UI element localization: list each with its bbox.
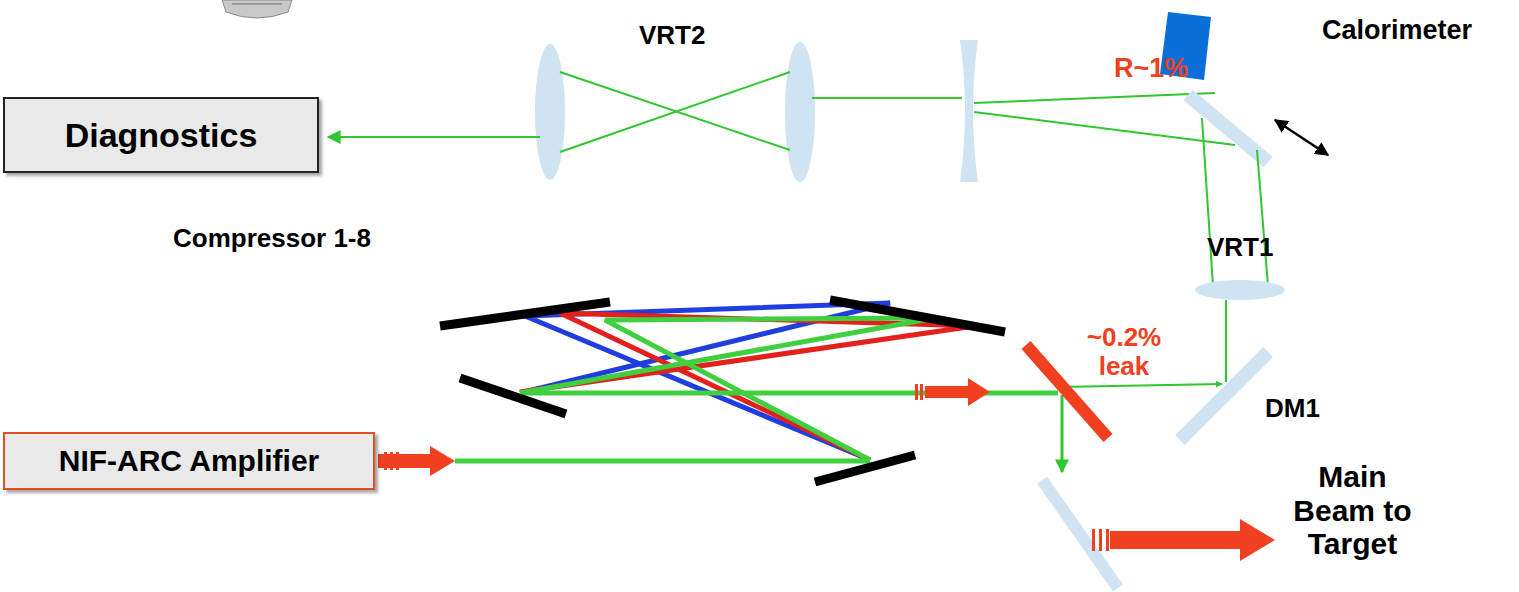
box-label: NIF-ARC Amplifier (59, 444, 320, 478)
beam-green (520, 318, 935, 460)
leak-label: ~0.2% leak (1064, 323, 1184, 381)
diagnostics-box: Diagnostics (3, 97, 319, 173)
beam-red (520, 313, 975, 460)
leaky-mirror (1026, 345, 1108, 438)
telescope-name: VRT1 (1207, 233, 1273, 262)
mirror (1180, 352, 1268, 440)
beam-green (455, 459, 870, 464)
reflectance-label: R~1% (1114, 53, 1188, 83)
main-beam (1061, 395, 1064, 472)
mirror (1042, 480, 1118, 588)
lens (1195, 280, 1285, 300)
part-name: Calorimeter (1322, 15, 1472, 45)
part-name: Compressor 1-8 (173, 224, 371, 253)
beam-label: Main Beam to Target (1285, 460, 1420, 561)
beam (1257, 150, 1268, 286)
beam (560, 72, 790, 152)
cropped-object (222, 0, 292, 18)
mirror-name: DM1 (1265, 394, 1320, 423)
motion-arrow (1275, 120, 1328, 155)
concave-lens (960, 40, 978, 182)
pulse-arrow (378, 446, 455, 476)
leak-beam (1058, 384, 1222, 387)
beam (812, 97, 962, 99)
beam-splitter (1188, 95, 1268, 162)
pulse-arrow (1092, 519, 1275, 561)
beam (1225, 300, 1227, 382)
grating (440, 302, 610, 326)
grating (830, 300, 1005, 332)
cropped-object-detail (232, 3, 282, 5)
telescope-name: VRT2 (639, 21, 705, 50)
amplifier-box: NIF-ARC Amplifier (3, 432, 375, 490)
beam (974, 93, 1215, 103)
box-label: Diagnostics (65, 116, 258, 155)
beam (974, 112, 1235, 145)
lens (535, 44, 565, 180)
lens (785, 42, 815, 182)
grating (460, 378, 566, 414)
beam-arrow (328, 136, 540, 138)
pulse-arrow (915, 378, 990, 406)
grating (815, 455, 915, 482)
